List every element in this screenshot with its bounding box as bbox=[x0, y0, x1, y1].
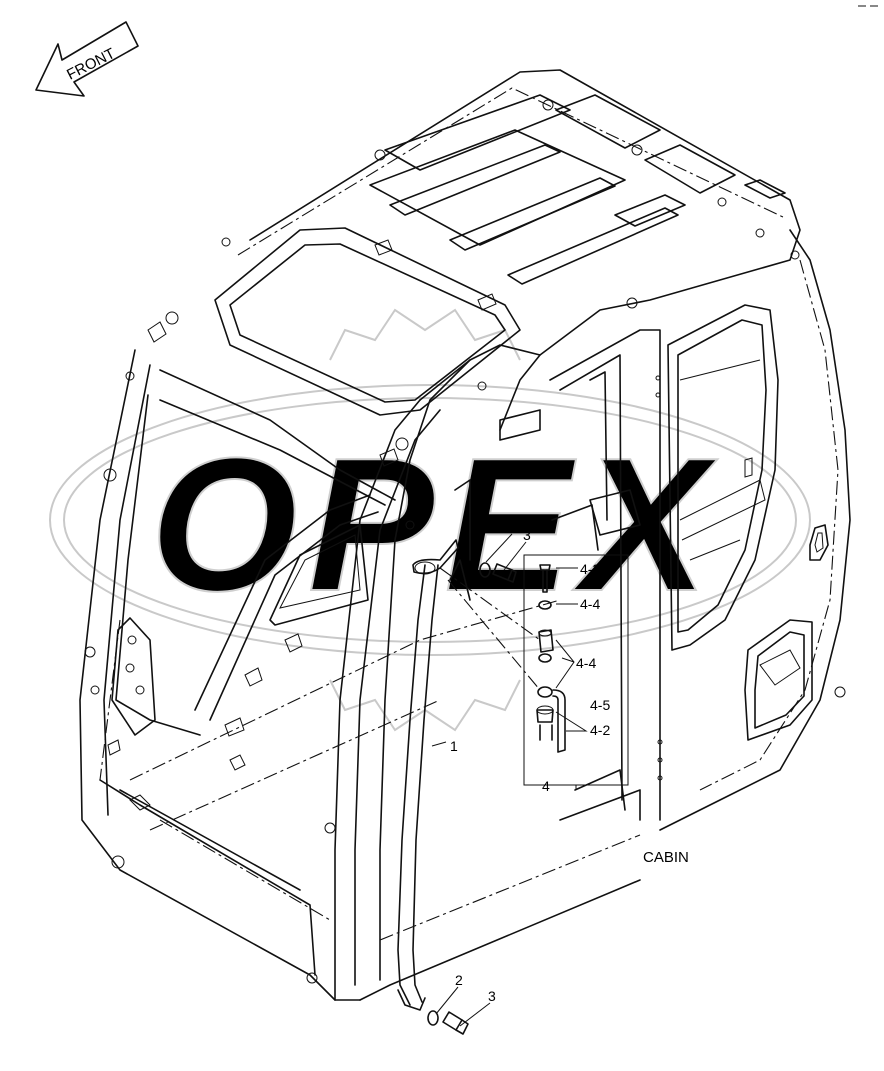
part-4-4-washer-top bbox=[538, 600, 552, 610]
leader-lines bbox=[431, 533, 588, 1027]
part-4-3-bolt bbox=[539, 564, 551, 571]
callout-4-5: 4-5 bbox=[590, 697, 610, 713]
cabin-floor-frame bbox=[129, 599, 641, 941]
part-4-2-rod bbox=[539, 724, 553, 741]
part-4-4-washer-mid bbox=[538, 653, 552, 663]
callout-4-3: 4-3 bbox=[580, 561, 600, 577]
part-4-5-bushing bbox=[536, 709, 554, 723]
callout-4-2: 4-2 bbox=[590, 722, 610, 738]
front-label: FRONT bbox=[64, 45, 118, 84]
callout-4-4-mid: 4-4 bbox=[576, 655, 596, 671]
bolt-3-lower bbox=[442, 1011, 463, 1031]
cabin-roof bbox=[221, 69, 801, 401]
front-direction-arrow: FRONT bbox=[35, 21, 139, 97]
assembly-title: CABIN bbox=[643, 849, 689, 866]
callouts: 1 2 3 4-3 4-4 4-4 4-5 4-2 4 2 3 bbox=[450, 520, 610, 1004]
cabin-interior-frame bbox=[405, 329, 663, 821]
washer-2-upper bbox=[479, 562, 491, 578]
clamp bbox=[538, 629, 554, 653]
callout-4: 4 bbox=[542, 778, 550, 794]
washer-2-lower bbox=[427, 1010, 439, 1026]
callout-3-upper: 3 bbox=[523, 527, 531, 543]
cabin-left-side bbox=[79, 349, 396, 1001]
upper-fasteners bbox=[479, 562, 517, 583]
part-4-4-washer-low bbox=[537, 686, 553, 698]
callout-2-upper: 2 bbox=[503, 520, 511, 536]
watermark-logo: OPEX bbox=[49, 308, 811, 732]
lower-fasteners bbox=[427, 1010, 469, 1035]
cabin-right-side bbox=[659, 228, 851, 831]
watermark-text: OPEX bbox=[150, 419, 718, 631]
callout-1: 1 bbox=[450, 738, 458, 754]
kit-4-box bbox=[439, 554, 629, 790]
front-pillar bbox=[334, 354, 641, 1001]
callout-4-4-top: 4-4 bbox=[580, 596, 600, 612]
callout-2-lower: 2 bbox=[455, 972, 463, 988]
part-1-handrail bbox=[397, 539, 459, 1011]
callout-3-lower: 3 bbox=[488, 988, 496, 1004]
